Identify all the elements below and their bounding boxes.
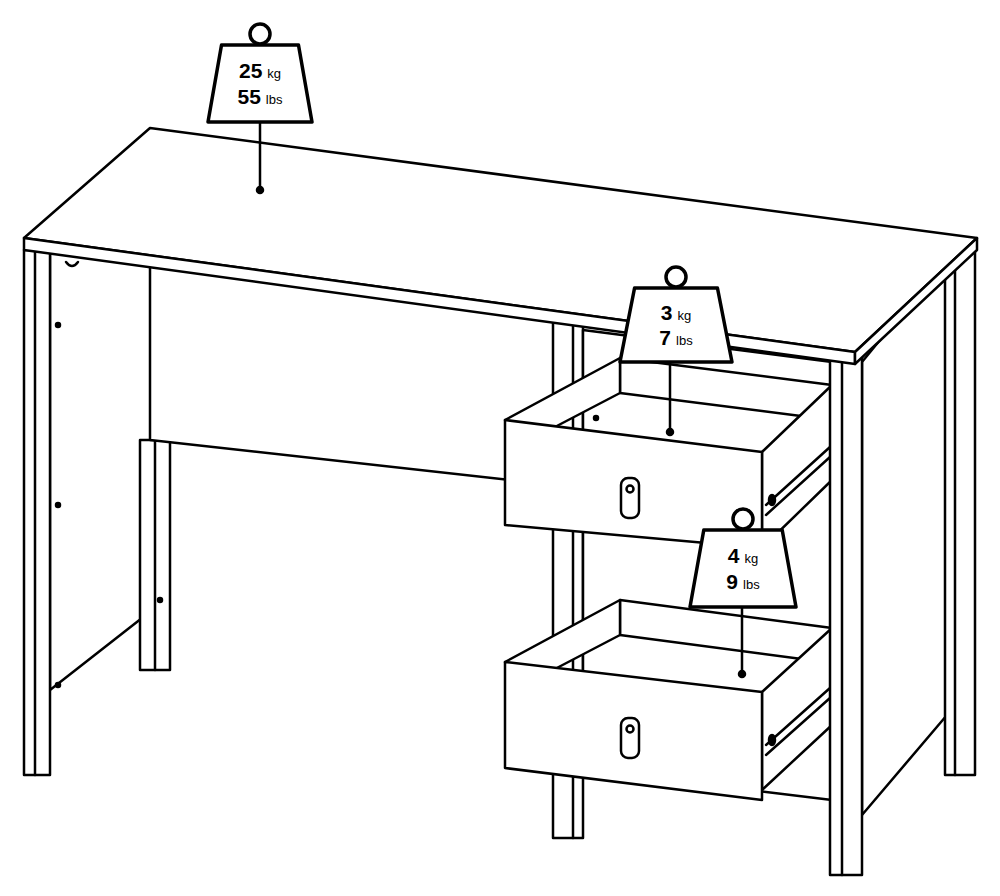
weight-unit: lbs bbox=[676, 333, 693, 349]
right-front-leg bbox=[830, 355, 862, 875]
weight-outline bbox=[690, 530, 796, 607]
weight-row: 7 lbs bbox=[659, 325, 692, 350]
cam-lock bbox=[66, 262, 78, 266]
weight-value: 3 bbox=[661, 300, 673, 325]
weight-body bbox=[208, 45, 312, 122]
leg-edge bbox=[34, 250, 37, 775]
rail-roller bbox=[769, 735, 775, 745]
weight-ring bbox=[666, 267, 686, 287]
weight-text: 4kg9lbs bbox=[690, 530, 796, 607]
left-back-leg bbox=[140, 440, 170, 670]
table-top-front-edge bbox=[24, 238, 855, 364]
drawer-back bbox=[620, 358, 832, 420]
screw-hole bbox=[594, 416, 598, 420]
rail-roller bbox=[769, 495, 775, 505]
leg-edge bbox=[841, 355, 844, 875]
handle-hole bbox=[627, 726, 634, 733]
drawer-rail bbox=[766, 698, 830, 755]
leader-dot bbox=[257, 187, 263, 193]
weight-unit: lbs bbox=[266, 92, 283, 108]
weight-row: 25 kg bbox=[239, 58, 281, 83]
weight-value: 55 bbox=[238, 84, 261, 109]
drawer-handle bbox=[621, 718, 639, 758]
weight-outline bbox=[208, 45, 312, 122]
drawer-rail bbox=[766, 688, 830, 745]
leader-line bbox=[669, 362, 672, 430]
weight-text: 25 kg 55 lbs bbox=[208, 45, 312, 122]
weight-ring bbox=[250, 24, 270, 44]
leg-edge bbox=[154, 440, 157, 670]
right-back-leg bbox=[945, 250, 975, 775]
weight-ring bbox=[733, 509, 753, 529]
drawer-front bbox=[505, 662, 762, 800]
table-top bbox=[24, 128, 977, 352]
drawer-side bbox=[762, 628, 832, 790]
weight-icon: 4kg9lbs bbox=[690, 530, 796, 607]
weight-unit: kg bbox=[744, 551, 758, 567]
weight-row: 3kg bbox=[661, 300, 691, 325]
screw-hole bbox=[56, 323, 60, 327]
table-top-side-edge bbox=[855, 238, 977, 364]
drawer-back bbox=[620, 600, 832, 663]
weight-row: 9 lbs bbox=[726, 569, 759, 594]
weight-unit: lbs bbox=[743, 577, 760, 593]
weight-value: 25 bbox=[239, 58, 262, 83]
left-front-leg bbox=[24, 250, 50, 775]
handle-hole bbox=[627, 486, 634, 493]
drawer-handle bbox=[621, 478, 639, 518]
weight-body bbox=[690, 530, 796, 607]
weight-value: 7 bbox=[659, 325, 671, 350]
screw-hole bbox=[158, 598, 162, 602]
leader-dot bbox=[667, 429, 673, 435]
leg-edge bbox=[954, 250, 957, 775]
leader-line bbox=[259, 122, 262, 188]
screw-hole bbox=[56, 683, 60, 687]
weight-outline bbox=[620, 288, 732, 362]
leader-dot bbox=[739, 671, 745, 677]
drawer-side bbox=[762, 385, 832, 548]
weight-value: 9 bbox=[726, 569, 738, 594]
weight-body bbox=[620, 288, 732, 362]
weight-value: 4 bbox=[728, 543, 740, 568]
weight-icon: 3kg7lbs bbox=[620, 288, 732, 362]
weight-row: 4kg bbox=[728, 543, 758, 568]
leader-line bbox=[741, 607, 744, 672]
weight-text: 3kg7lbs bbox=[620, 288, 732, 362]
drawer-rail bbox=[766, 457, 830, 515]
weight-row: 55 lbs bbox=[238, 84, 283, 109]
weight-icon: 25 kg 55 lbs bbox=[208, 45, 312, 122]
drawer-rail bbox=[766, 447, 830, 505]
screw-hole bbox=[56, 503, 60, 507]
weight-unit: kg bbox=[677, 308, 691, 324]
weight-unit: kg bbox=[267, 66, 281, 82]
